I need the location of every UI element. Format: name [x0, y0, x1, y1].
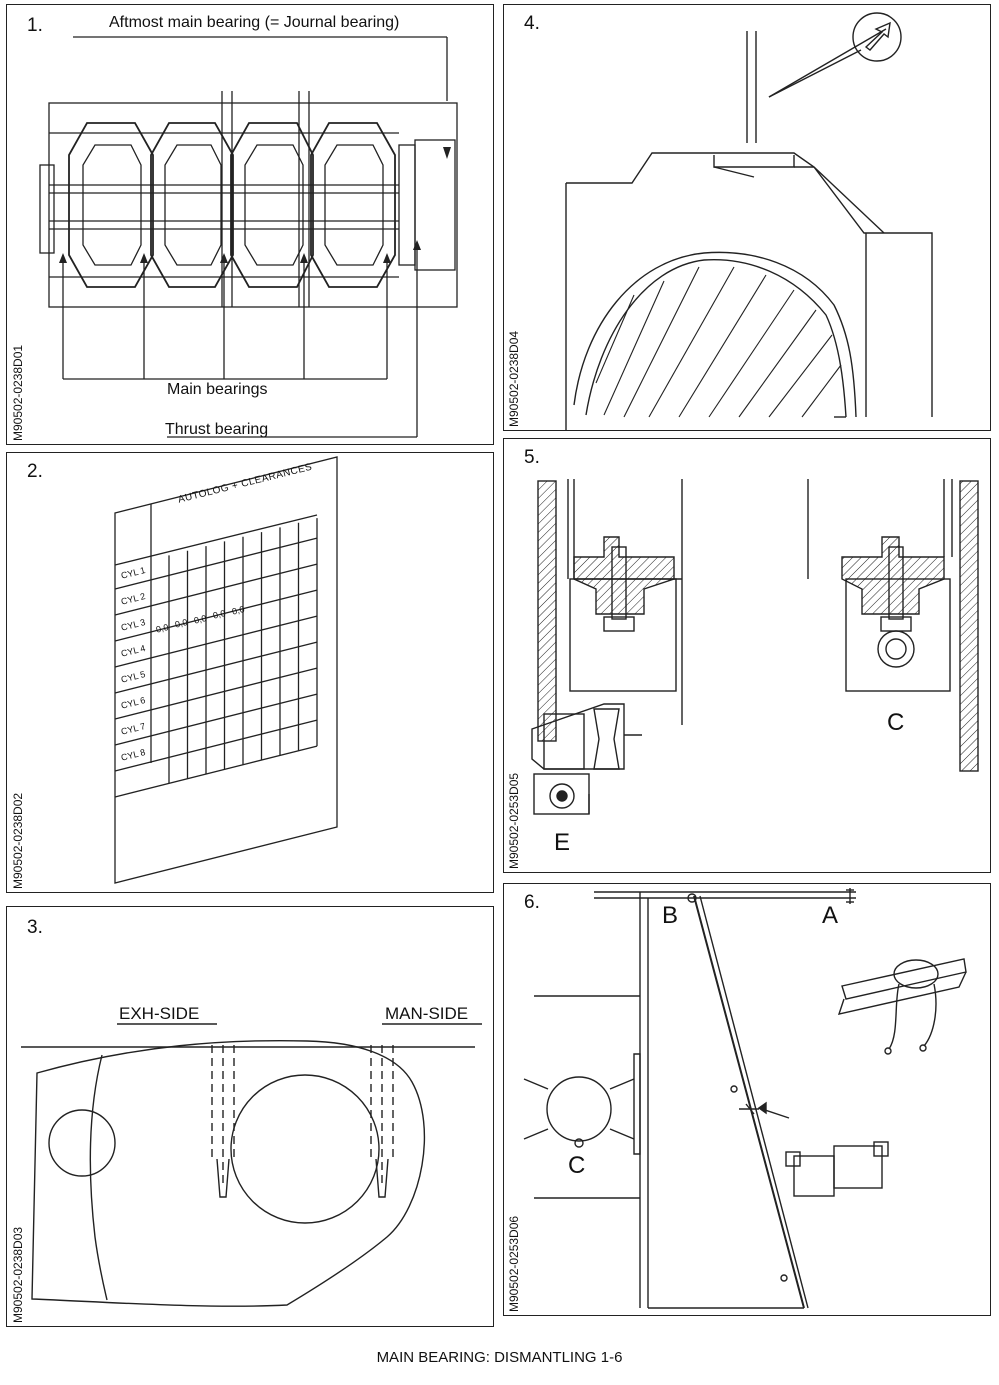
- panel-4-number: 4.: [524, 13, 540, 34]
- bearing-cap-bolt-drawing: [531, 479, 979, 815]
- panel-2-number: 2.: [27, 461, 43, 482]
- panel-1-number: 1.: [27, 15, 43, 36]
- label-a: A: [822, 902, 839, 929]
- panel-3-code: M90502-0238D03: [11, 1226, 25, 1323]
- label-b: B: [662, 902, 679, 929]
- label-c: C: [887, 709, 905, 736]
- panel-4-code: M90502-0238D04: [507, 330, 521, 427]
- panel-2-code: M90502-0238D02: [11, 792, 25, 889]
- panel-4: 4. M90502-0238D04: [503, 4, 991, 431]
- figure-caption: MAIN BEARING: DISMANTLING 1-6: [376, 1349, 623, 1366]
- label-e: E: [554, 829, 571, 856]
- panel-5-code: M90502-0253D05: [507, 772, 521, 869]
- panel-6-code: M90502-0253D06: [507, 1215, 521, 1312]
- bearing-cap-drawing: [21, 1023, 482, 1307]
- man-side-label: MAN-SIDE: [385, 1004, 469, 1023]
- clearance-sheet-drawing: [114, 456, 338, 884]
- main-bearings-label: Main bearings: [167, 381, 268, 398]
- panel-1: 1. Aftmost main bearing (= Journal beari…: [6, 4, 494, 445]
- bearing-layout-drawing: [39, 36, 458, 438]
- label-c-lower: C: [568, 1152, 586, 1179]
- thrust-bearing-label: Thrust bearing: [165, 421, 269, 438]
- panel-6: 6. B A C M90502-0253D06: [503, 883, 991, 1316]
- lifting-arrangement-drawing: [523, 888, 967, 1309]
- panel-5: 5. C E M90502-0253D05: [503, 438, 991, 873]
- panel-3-number: 3.: [27, 917, 43, 938]
- panel-6-number: 6.: [524, 892, 540, 913]
- aftmost-bearing-label: Aftmost main bearing (= Journal bearing): [109, 14, 400, 31]
- panel-5-number: 5.: [524, 447, 540, 468]
- panel-1-code: M90502-0238D01: [11, 344, 25, 441]
- panel-3: 3. EXH-SIDE MAN-SIDE M90502-0238D03: [6, 906, 494, 1327]
- exh-side-label: EXH-SIDE: [119, 1004, 200, 1023]
- jack-bolt-drawing: [565, 12, 933, 430]
